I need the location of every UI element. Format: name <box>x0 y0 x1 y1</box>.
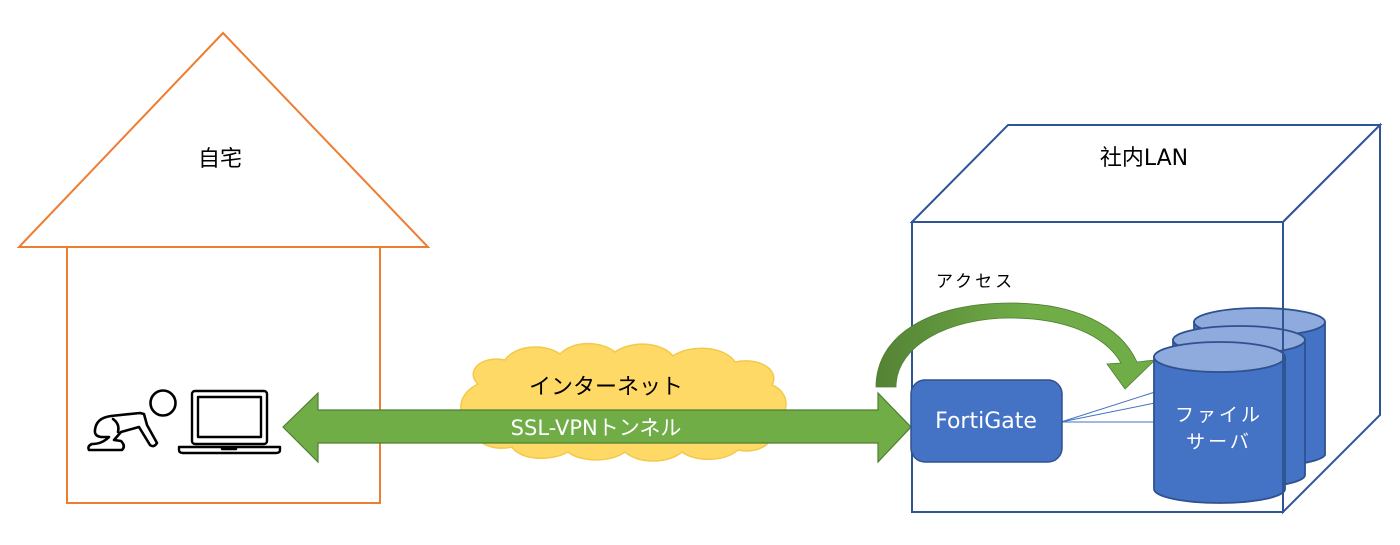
home-label: 自宅 <box>198 147 242 172</box>
tunnel-label: SSL-VPNトンネル <box>511 416 682 440</box>
server-label-line2: サーバ <box>1186 431 1252 453</box>
fortigate-label: FortiGate <box>935 409 1037 434</box>
fortigate-device: FortiGate <box>910 379 1063 463</box>
home-house: 自宅 <box>16 31 431 504</box>
server-cylinder-front <box>1153 341 1286 504</box>
file-server <box>1153 307 1326 504</box>
house-roof <box>16 31 431 248</box>
access-label: アクセス <box>936 272 1015 292</box>
internet-label: インターネット <box>529 375 683 400</box>
office-label: 社内LAN <box>1100 146 1188 171</box>
fortigate-box <box>910 379 1063 463</box>
access-arrow <box>875 302 1157 390</box>
crawling-baby-icon <box>87 389 177 452</box>
gateway-server-links <box>1060 391 1156 423</box>
house-body <box>66 246 381 504</box>
laptop-icon <box>177 389 282 455</box>
server-label-line1: ファイル <box>1175 404 1263 426</box>
access-arrow-shape <box>875 302 1157 390</box>
